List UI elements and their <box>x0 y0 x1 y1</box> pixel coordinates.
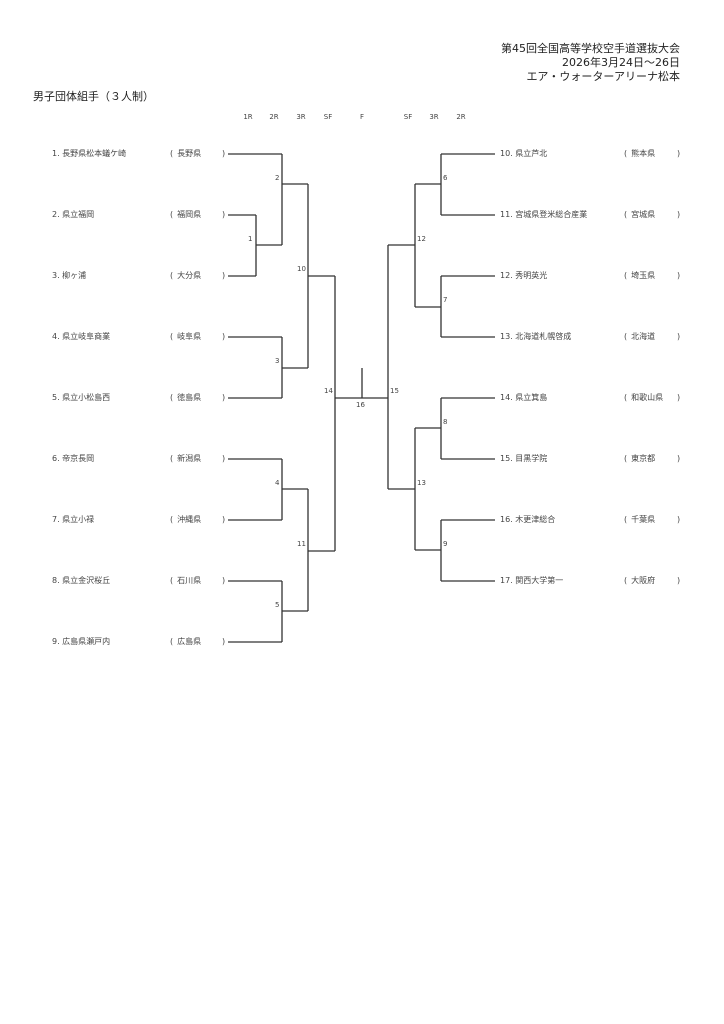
match-number-final: 16 <box>356 401 365 409</box>
team-prefecture: ( 千葉県 <box>624 515 656 524</box>
match-number: 11 <box>297 540 306 548</box>
prefecture-name: 大阪府 <box>631 576 656 585</box>
round-label-2r: 2R <box>269 113 279 121</box>
team-name: 9. 広島県瀬戸内 <box>52 637 111 646</box>
team-prefecture: ( 熊本県 <box>624 149 656 158</box>
prefecture-name: 広島県 <box>177 637 202 646</box>
team-name: 11. 宮城県登米総合産業 <box>500 210 588 219</box>
prefecture-name: 千葉県 <box>631 515 656 524</box>
prefecture-name: 徳島県 <box>177 393 202 402</box>
match-number: 6 <box>443 174 448 182</box>
paren-close: ) <box>677 210 681 219</box>
paren-close: ) <box>677 271 681 280</box>
event-title: 男子団体組手（３人制） <box>33 90 154 103</box>
team-prefecture: ( 徳島県 <box>170 393 202 402</box>
team-prefecture: ( 大阪府 <box>624 576 656 585</box>
team-prefecture: ( 大分県 <box>170 271 202 280</box>
match-number: 15 <box>390 387 399 395</box>
team-prefecture: ( 岐阜県 <box>170 332 202 341</box>
team-prefecture: ( 石川県 <box>170 576 202 585</box>
team-prefecture: ( 北海道 <box>624 332 656 341</box>
team-name: 8. 県立金沢桜丘 <box>52 576 111 585</box>
prefecture-name: 大分県 <box>177 271 202 280</box>
match-number: 9 <box>443 540 448 548</box>
prefecture-name: 岐阜県 <box>177 332 202 341</box>
paren-close: ) <box>222 393 226 402</box>
match-number: 14 <box>324 387 333 395</box>
team-name: 13. 北海道札幌啓成 <box>500 332 572 341</box>
paren-close: ) <box>222 271 226 280</box>
paren-close: ) <box>677 576 681 585</box>
match-number: 4 <box>275 479 280 487</box>
team-prefecture: ( 沖縄県 <box>170 515 202 524</box>
round-label-sf: SF <box>323 113 333 121</box>
paren-close: ) <box>222 332 226 341</box>
tournament-venue: エア・ウォーターアリーナ松本 <box>526 70 680 83</box>
team-name: 1. 長野県松本蟻ケ崎 <box>52 149 127 158</box>
team-name: 3. 柳ヶ浦 <box>52 271 87 280</box>
round-label-3r: 3R <box>296 113 306 121</box>
match-number: 2 <box>275 174 280 182</box>
paren-close: ) <box>222 637 226 646</box>
round-label-1r: 1R <box>243 113 253 121</box>
prefecture-name: 和歌山県 <box>631 393 664 402</box>
prefecture-name: 北海道 <box>631 332 656 341</box>
prefecture-name: 石川県 <box>177 576 202 585</box>
match-number: 3 <box>275 357 280 365</box>
team-name: 4. 県立岐阜商業 <box>52 332 111 341</box>
match-number: 7 <box>443 296 448 304</box>
paren-close: ) <box>677 454 681 463</box>
team-prefecture: ( 埼玉県 <box>624 271 656 280</box>
team-name: 2. 県立福岡 <box>52 210 95 219</box>
prefecture-name: 沖縄県 <box>177 515 202 524</box>
team-name: 17. 関西大学第一 <box>500 576 564 585</box>
match-number: 10 <box>297 265 306 273</box>
round-label-sf-right: SF <box>403 113 413 121</box>
prefecture-name: 東京都 <box>631 454 656 463</box>
prefecture-name: 新潟県 <box>177 454 202 463</box>
round-label-final: F <box>359 113 365 121</box>
match-number: 13 <box>417 479 426 487</box>
team-name: 14. 県立箕島 <box>500 393 548 402</box>
prefecture-name: 長野県 <box>177 149 202 158</box>
paren-close: ) <box>222 576 226 585</box>
paren-close: ) <box>677 393 681 402</box>
prefecture-name: 福岡県 <box>177 210 202 219</box>
team-prefecture: ( 新潟県 <box>170 454 202 463</box>
match-number: 5 <box>275 601 280 609</box>
team-name: 15. 目黒学院 <box>500 454 548 463</box>
paren-close: ) <box>222 454 226 463</box>
team-prefecture: ( 福岡県 <box>170 210 202 219</box>
prefecture-name: 熊本県 <box>631 149 656 158</box>
paren-close: ) <box>222 149 226 158</box>
prefecture-name: 宮城県 <box>631 210 656 219</box>
team-name: 5. 県立小松島西 <box>52 393 111 402</box>
round-label-3r-right: 3R <box>429 113 439 121</box>
paren-close: ) <box>677 332 681 341</box>
team-name: 10. 県立芦北 <box>500 149 548 158</box>
round-label-2r-right: 2R <box>456 113 466 121</box>
paren-close: ) <box>222 210 226 219</box>
team-name: 12. 秀明英光 <box>500 271 548 280</box>
paren-close: ) <box>677 149 681 158</box>
team-prefecture: ( 広島県 <box>170 637 202 646</box>
team-name: 7. 県立小禄 <box>52 515 95 524</box>
team-prefecture: ( 長野県 <box>170 149 202 158</box>
tournament-name: 第45回全国高等学校空手道選抜大会 <box>501 42 680 55</box>
tournament-dates: 2026年3月24日～26日 <box>562 56 680 69</box>
match-number: 12 <box>417 235 426 243</box>
paren-close: ) <box>222 515 226 524</box>
match-number: 8 <box>443 418 448 426</box>
paren-close: ) <box>677 515 681 524</box>
team-prefecture: ( 宮城県 <box>624 210 656 219</box>
team-prefecture: ( 東京都 <box>624 454 656 463</box>
team-name: 16. 木更津総合 <box>500 515 556 524</box>
team-prefecture: ( 和歌山県 <box>624 393 664 402</box>
prefecture-name: 埼玉県 <box>631 271 656 280</box>
match-number: 1 <box>248 235 253 243</box>
team-name: 6. 帝京長岡 <box>52 454 95 463</box>
